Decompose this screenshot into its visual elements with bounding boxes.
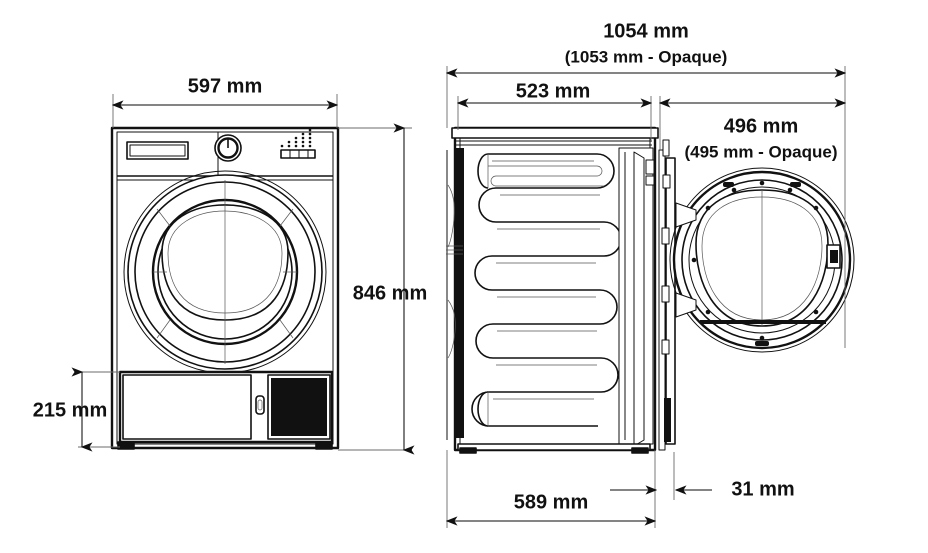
door-slot-top-left	[723, 182, 734, 187]
side-base	[457, 443, 651, 451]
program-indicator-bars[interactable]	[280, 128, 316, 159]
side-section-view	[446, 126, 676, 454]
display-window[interactable]	[126, 141, 189, 160]
dimension-height-body: 846 mm	[338, 123, 428, 455]
foot-left	[117, 441, 135, 450]
bottom-plinth	[117, 370, 334, 450]
condenser-coil	[471, 153, 622, 427]
front-view	[110, 126, 340, 450]
door-hinge-tab-bottom	[675, 292, 697, 318]
dimension-label-496: 496 mm	[724, 115, 799, 137]
side-foot-front	[631, 447, 649, 454]
dimension-total-depth: 1054 mm (1053 mm - Opaque)	[445, 20, 847, 348]
dimension-label-1054-opaque: (1053 mm - Opaque)	[565, 47, 728, 66]
door-hinge-assembly	[658, 139, 676, 451]
dimension-label-496-opaque: (495 mm - Opaque)	[684, 142, 837, 161]
door-outer-edge	[669, 167, 855, 353]
front-cabinet-inner-edge	[116, 131, 334, 445]
filter-handle[interactable]	[255, 395, 265, 415]
side-top-panel	[451, 127, 659, 139]
dimension-width-front: 597 mm	[111, 75, 339, 128]
dimension-label-597: 597 mm	[188, 75, 263, 97]
dimension-label-215: 215 mm	[33, 399, 108, 421]
dimension-label-589: 589 mm	[514, 491, 589, 513]
porthole-door[interactable]	[123, 170, 327, 374]
dimension-label-1054: 1054 mm	[603, 20, 689, 42]
dimension-label-31: 31 mm	[731, 478, 794, 500]
side-door-frame-column	[618, 147, 655, 447]
dimension-cabinet-depth: 523 mm	[456, 80, 653, 140]
water-tank-drawer[interactable]	[122, 374, 252, 440]
dimension-plinth-height: 215 mm	[33, 367, 120, 452]
open-door-view	[669, 167, 855, 353]
door-latch	[826, 244, 841, 269]
dimension-depth-closed: 589 mm	[445, 450, 657, 528]
dimension-label-846: 846 mm	[353, 282, 428, 304]
foot-right	[315, 441, 333, 450]
lint-filter-grille[interactable]	[267, 374, 331, 440]
dimension-door-thickness: 31 mm	[610, 452, 795, 500]
power-dial-knob[interactable]	[214, 134, 242, 162]
side-rear-wall-detail	[446, 148, 464, 440]
dimension-label-523: 523 mm	[516, 80, 591, 102]
door-screw-dots	[691, 180, 833, 341]
coil-outer-path	[471, 153, 622, 427]
door-slot-bottom	[755, 341, 769, 346]
door-hinge-tab-top	[675, 202, 697, 228]
side-foot-rear	[459, 447, 477, 454]
door-slot-top-right	[790, 182, 801, 187]
dimension-door-swing: 496 mm (495 mm - Opaque)	[658, 96, 847, 161]
